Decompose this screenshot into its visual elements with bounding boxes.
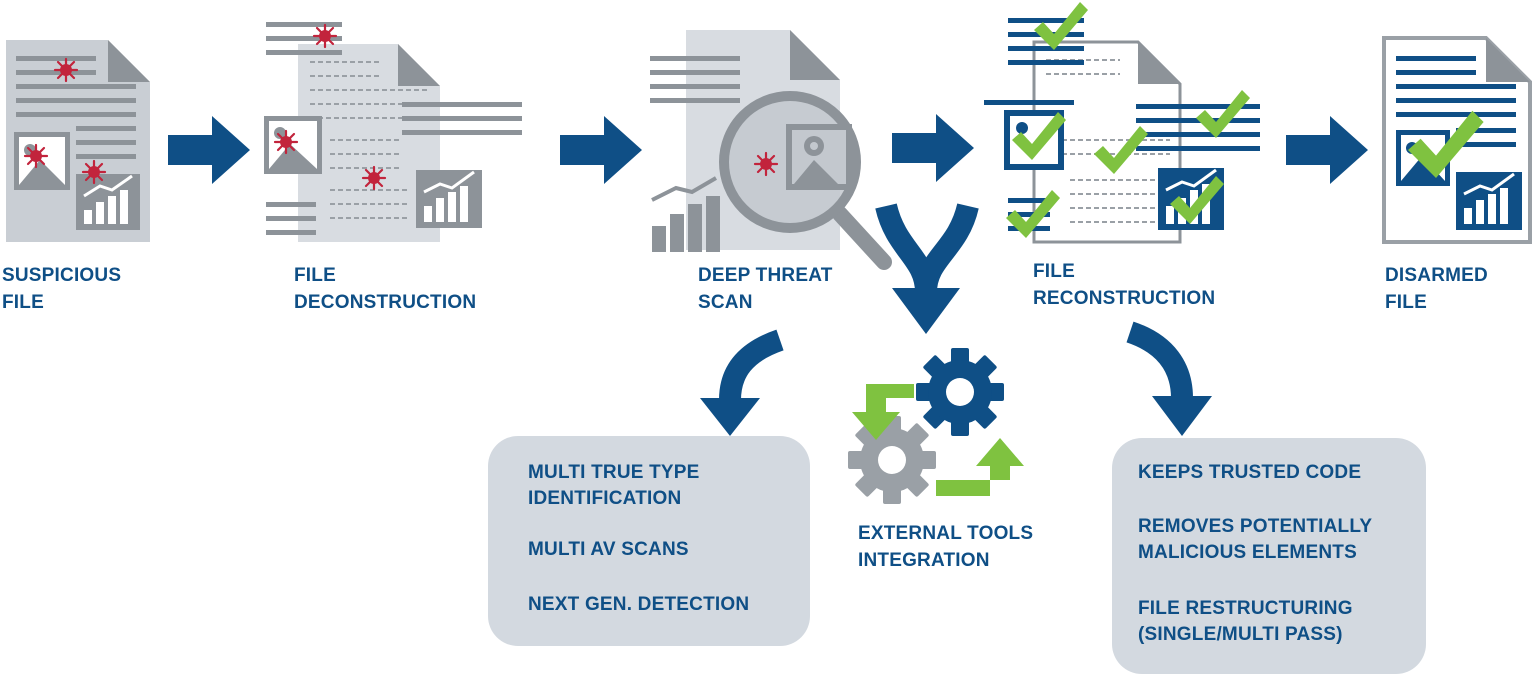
virus-icon <box>312 23 338 49</box>
reconstruction-detail-item: REMOVES POTENTIALLY MALICIOUS ELEMENTS <box>1138 516 1373 563</box>
virus-icon <box>273 129 299 155</box>
curved-arrow-icon <box>1126 321 1212 436</box>
file-reconstruction-label: FILE RECONSTRUCTION <box>1033 261 1216 309</box>
bar-chart-icon <box>416 170 482 228</box>
disarmed-file-label: DISARMED FILE <box>1385 265 1488 313</box>
magnifier-icon <box>719 91 892 270</box>
cycle-arrow-icon <box>852 384 914 440</box>
reconstruction-details-panel <box>1112 438 1426 674</box>
file-reconstruction-document-icon <box>984 2 1260 244</box>
virus-icon <box>361 165 387 191</box>
disarmed-file-document-icon <box>1382 36 1532 244</box>
virus-icon <box>23 143 49 169</box>
deep-threat-scan-label: DEEP THREAT SCAN <box>698 265 833 313</box>
gear-icon <box>848 416 936 504</box>
curved-arrow-icon <box>700 329 784 436</box>
gear-icon <box>916 348 1004 436</box>
virus-icon <box>753 151 779 177</box>
suspicious-file-document-icon <box>6 40 150 242</box>
suspicious-file-label: SUSPICIOUS FILE <box>2 265 122 313</box>
file-deconstruction-label: FILE DECONSTRUCTION <box>294 265 477 313</box>
deep-threat-scan-icon <box>650 30 892 270</box>
reconstruction-detail-item: FILE RESTRUCTURING (SINGLE/MULTI PASS) <box>1138 598 1353 645</box>
right-arrow-icon <box>560 116 642 184</box>
right-arrow-icon <box>1286 116 1368 184</box>
image-icon <box>264 116 322 174</box>
external-tools-label: EXTERNAL TOOLS INTEGRATION <box>858 523 1034 571</box>
reconstruction-detail-item: KEEPS TRUSTED CODE <box>1138 462 1362 483</box>
bar-chart-icon <box>76 174 140 230</box>
scan-detail-item: NEXT GEN. DETECTION <box>528 594 750 615</box>
right-arrow-icon <box>168 116 250 184</box>
checkmark-icon <box>1196 90 1250 138</box>
virus-icon <box>53 57 79 83</box>
right-arrow-icon <box>892 114 974 182</box>
merge-arrow-icon <box>875 203 979 334</box>
cycle-arrow-icon <box>936 438 1024 496</box>
file-deconstruction-document-icon <box>264 22 522 242</box>
virus-icon <box>81 159 107 185</box>
scan-details-panel <box>488 436 810 646</box>
scan-detail-item: MULTI TRUE TYPE IDENTIFICATION <box>528 462 700 509</box>
scan-detail-item: MULTI AV SCANS <box>528 539 689 560</box>
bar-chart-icon <box>1456 172 1522 230</box>
